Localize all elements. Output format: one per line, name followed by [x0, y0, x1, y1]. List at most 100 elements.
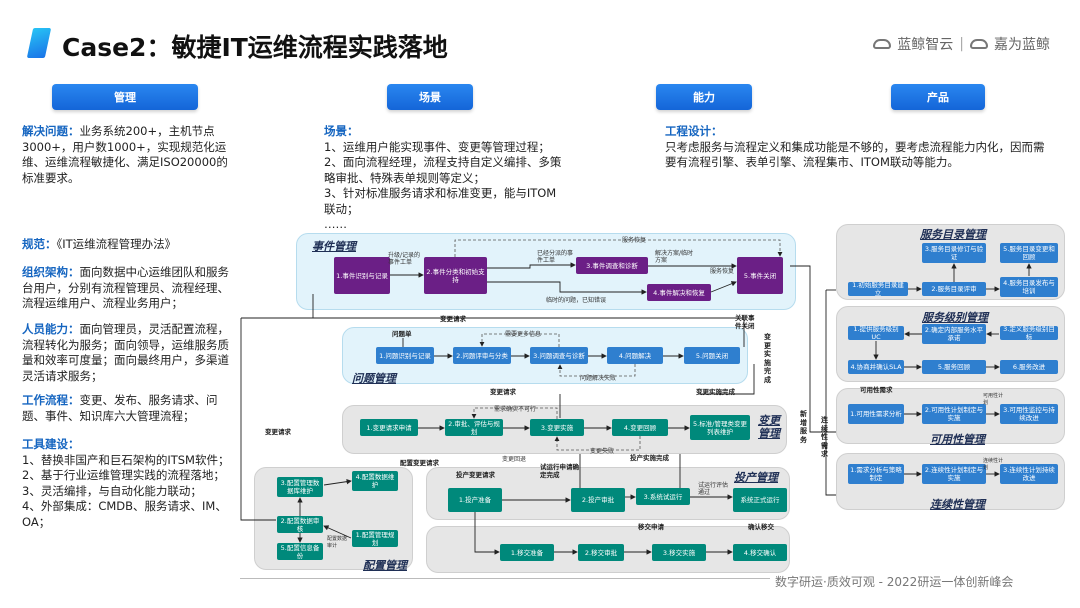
release-label-1: 投产变更请求 — [456, 471, 495, 479]
ability-text: 面向管理员，灵活配置流程，流程转化为服务；面向领导，运维服务质量和效率可度量；面… — [22, 322, 229, 383]
change-node-1: 1.变更请求申请 — [360, 419, 418, 436]
scene-item: 1、运维用户能实现事件、变更等管理过程； — [324, 139, 550, 154]
brand-right: 嘉为蓝鲸 — [994, 37, 1050, 53]
availability-title: 可用性管理 — [930, 433, 985, 446]
release-node-2: 2.投产审批 — [571, 488, 625, 512]
cloud-icon — [873, 39, 892, 49]
catalog-node-2: 2.服务目录评审 — [922, 282, 986, 296]
link-config-change: 配置变更请求 — [400, 459, 439, 467]
release-node-5: 1.移交准备 — [500, 544, 554, 561]
level-node-4: 4.协商并确认SLA — [848, 360, 904, 374]
engineering-text: 只考虑服务与流程定义和集成功能是不够的，要考虑流程能力内化，因而需要有流程引擎、… — [665, 139, 1045, 170]
change-node-2: 2.审批、评估与规划 — [445, 419, 503, 436]
link-change-done-1: 变更实施完成 — [696, 388, 735, 396]
brand-logos: 蓝鲸智云 | 嘉为蓝鲸 — [873, 34, 1050, 54]
change-label-2: 变更回退 — [502, 456, 527, 463]
incident-title: 事件管理 — [312, 240, 356, 253]
problem-label-1: 问题单 — [392, 330, 412, 338]
config-title: 配置管理 — [363, 559, 407, 572]
flow-text: 变更、发布、服务请求、问题、事件、知识库六大管理流程； — [22, 393, 218, 423]
availability-label-1: 可用性需求 — [860, 386, 893, 394]
mgmt-problem: 解决问题：业务系统200+，主机节点3000+，用户数1000+，实现规范化运维… — [22, 124, 236, 186]
incident-node-4: 4.事件解决和恢复 — [647, 284, 711, 301]
change-title: 变更管理 — [758, 414, 780, 440]
release-label-5: 确认移交 — [748, 523, 774, 531]
ability-label: 人员能力： — [22, 322, 80, 336]
availability-node-3: 3.可用性监控与持续改进 — [1000, 404, 1058, 424]
problem-node-5: 5.问题关闭 — [684, 347, 740, 364]
tool-item: 4、外部集成：CMDB、服务请求、IM、OA； — [22, 499, 227, 529]
problem-label-3: 问题解决失败 — [580, 375, 617, 382]
level-node-3: 3.定义服务级别目标 — [1000, 325, 1058, 341]
problem-node-2: 2.问题评审与分类 — [453, 347, 511, 364]
org-text: 面向数据中心运维团队和服务台用户，分别有流程管理员、流程经理、流程运维用户、流程… — [22, 265, 229, 310]
cloud-icon — [970, 39, 988, 49]
scene-item: 3、针对标准服务请求和标准变更，能与ITOM联动； — [324, 186, 557, 216]
problem-text: 业务系统200+，主机节点3000+，用户数1000+，实现规范化运维、运维流程… — [22, 124, 228, 185]
org-label: 组织架构： — [22, 265, 80, 279]
incident-node-5: 5.事件关闭 — [737, 257, 783, 294]
release-node-1: 1.投产准备 — [448, 488, 502, 512]
scene-block: 场景： 1、运维用户能实现事件、变更等管理过程； 2、面向流程经理，流程支持自定… — [324, 124, 562, 233]
mgmt-ability: 人员能力：面向管理员，灵活配置流程，流程转化为服务；面向领导，运维服务质量和效率… — [22, 322, 236, 384]
availability-node-2: 2.可用性计划制定与实施 — [922, 404, 986, 424]
incident-label-1: 升级/记录的事件工单 — [388, 252, 421, 266]
page-title: Case2：敏捷IT运维流程实践落地 — [62, 33, 448, 62]
link-change-request-2: 变更请求 — [490, 388, 516, 396]
brand-left: 蓝鲸智云 — [897, 37, 954, 53]
link-new-service: 新增服务 — [800, 410, 807, 444]
config-node-2: 4.配置数据维护 — [352, 471, 398, 491]
incident-node-3: 3.事件调查和诊断 — [576, 257, 648, 274]
problem-node-3: 3.问题调查与诊断 — [530, 347, 588, 364]
release-label-6: 投产实施完成 — [630, 454, 669, 462]
continuity-node-2: 2.连续性计划制定与实施 — [922, 464, 986, 484]
column-header-mgmt: 管理 — [52, 84, 198, 110]
release-label-4: 移交申请 — [638, 523, 664, 531]
level-node-5: 5.服务回顾 — [922, 360, 986, 374]
change-label-3: 变更失败 — [590, 448, 615, 455]
availability-label-2: 可用性计划 — [983, 393, 1004, 406]
continuity-node-3: 3.连续性计划持续改进 — [1000, 464, 1058, 484]
continuity-label-1: 连续性计划 — [983, 458, 1004, 471]
link-continuity-need: 连续性需求 — [821, 416, 828, 458]
mgmt-flow: 工作流程：变更、发布、服务请求、问题、事件、知识库六大管理流程； — [22, 393, 236, 424]
tool-item: 3、灵活编排，与自动化能力联动； — [22, 483, 202, 498]
continuity-node-1: 1.需求分析与策略制定 — [848, 464, 904, 484]
engineering-label: 工程设计： — [665, 124, 723, 138]
incident-label-6: 临时的问题，已知错误 — [546, 297, 607, 304]
spec-text: 《IT运维流程管理办法》 — [56, 237, 177, 251]
problem-node-4: 4.问题解决 — [607, 347, 663, 364]
change-node-3: 3.变更实施 — [530, 419, 584, 436]
tool-item: 1、替换非国产和巨石架构的ITSM软件； — [22, 452, 230, 467]
config-node-3: 2.配置数据审核 — [277, 516, 323, 533]
engineering-block: 工程设计： 只考虑服务与流程定义和集成功能是不够的，要考虑流程能力内化，因而需要… — [665, 124, 1051, 171]
release-node-8: 4.移交确认 — [733, 544, 787, 561]
link-change-request-1: 变更请求 — [440, 315, 466, 323]
link-related-incident: 关联事件关闭 — [735, 314, 755, 330]
column-header-scene: 场景 — [387, 84, 473, 110]
problem-label-2: 需要更多信息 — [505, 331, 542, 338]
catalog-node-4: 4.服务目录发布与培训 — [1000, 277, 1058, 297]
release-title: 投产管理 — [734, 471, 778, 484]
problem-label: 解决问题： — [22, 124, 80, 138]
release-node-3: 3.系统试运行 — [636, 488, 690, 505]
release-node-6: 2.移交审批 — [578, 544, 624, 561]
footer-divider — [240, 578, 770, 579]
service-catalog-title: 服务目录管理 — [920, 228, 986, 241]
level-node-1: 1.提供服务级别UC — [848, 325, 904, 341]
incident-label-3: 解决方案/临时方案 — [655, 250, 694, 264]
change-node-4: 4.变更回顾 — [612, 419, 668, 436]
release-node-7: 3.移交实施 — [652, 544, 706, 561]
brand-separator: | — [959, 36, 964, 52]
incident-label-2: 已经分派的事件工单 — [537, 250, 574, 264]
catalog-node-3: 3.服务目录修订与验证 — [922, 243, 986, 263]
incident-node-2: 2.事件分类和初始支持 — [424, 257, 487, 294]
logo-icon — [26, 28, 52, 58]
footer-text: 数字研运·质效可观 - 2022研运一体创新峰会 — [775, 575, 1014, 589]
change-node-5: 5.标准/管理类变更列表维护 — [690, 415, 750, 440]
column-header-product: 产品 — [891, 84, 985, 110]
scene-item: …… — [324, 217, 347, 231]
problem-title: 问题管理 — [352, 372, 396, 385]
change-label-1: 需求确实不可行 — [494, 406, 537, 413]
service-level-title: 服务级别管理 — [922, 311, 988, 324]
